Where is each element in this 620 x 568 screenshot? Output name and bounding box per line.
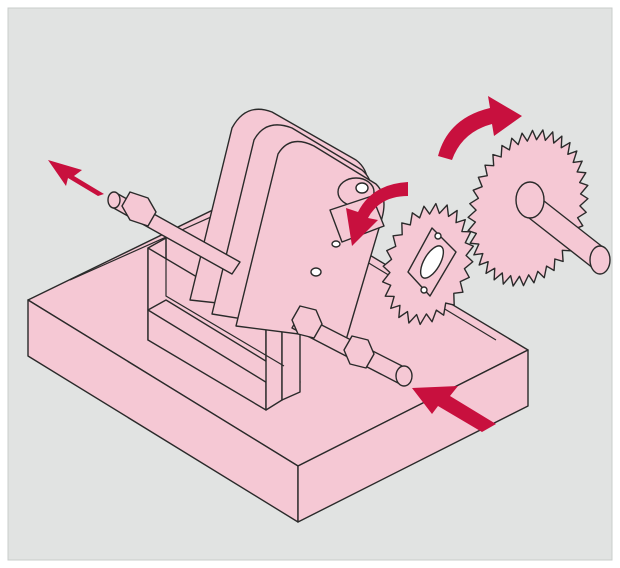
gear-mechanism-illustration [0, 0, 620, 568]
illustration-canvas [0, 0, 620, 568]
